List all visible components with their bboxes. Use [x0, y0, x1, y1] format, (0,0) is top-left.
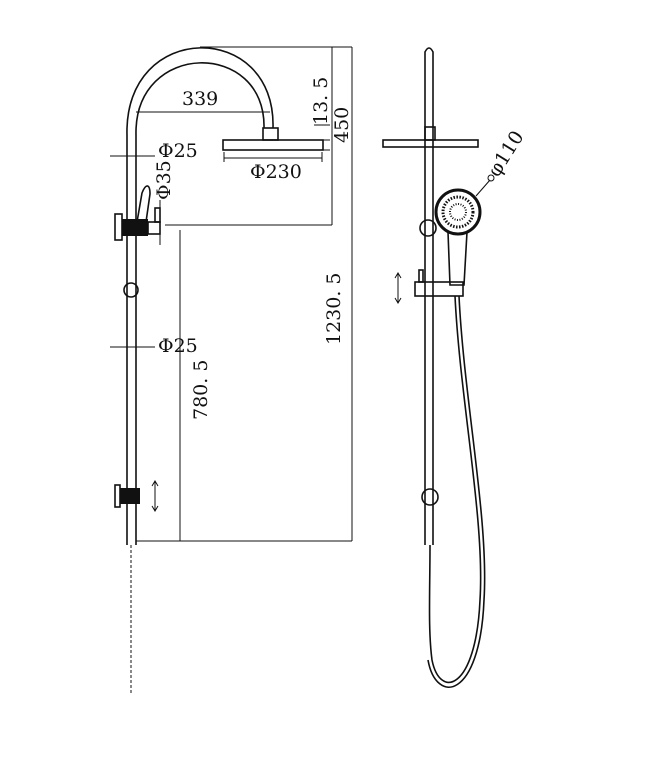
front-riser	[424, 47, 434, 545]
dim-rail-od-top: Φ25	[158, 140, 198, 162]
shower-head-side	[222, 139, 324, 151]
dim-head-dia: Φ230	[250, 161, 302, 183]
diverter-body	[122, 219, 148, 236]
dim-diverter-height: 780. 5	[190, 360, 212, 420]
front-elevation: φ110	[382, 47, 529, 688]
side-elevation: 339 13. 5 450 Φ25 Φ35 Φ230 1230. 5 Φ25 7…	[110, 46, 353, 695]
dim-holder-dia: Φ35	[153, 160, 175, 200]
knob	[123, 282, 139, 298]
shower-head-front	[382, 139, 479, 148]
lower-bracket	[120, 488, 140, 504]
handshower-side	[136, 185, 151, 223]
dim-rail-od-mid: Φ25	[158, 335, 198, 357]
head-connector	[262, 127, 279, 141]
front-lower-bracket	[421, 488, 439, 506]
diverter-cap	[114, 213, 123, 241]
front-adjust-arrow-icon	[394, 272, 402, 304]
dim-total-height: 1230. 5	[323, 272, 345, 345]
handshower-handle	[447, 231, 468, 286]
dim-head-offset: 13. 5	[310, 77, 332, 125]
gooseneck-arm	[126, 47, 274, 136]
dim-handshower-dia: φ110	[484, 127, 529, 181]
front-knob	[419, 219, 437, 237]
dim-arm-reach: 339	[182, 88, 218, 110]
front-hose	[428, 295, 482, 684]
front-slider	[414, 281, 464, 297]
adjust-arrow-icon	[151, 480, 159, 512]
dim-arm-height: 450	[331, 107, 353, 143]
